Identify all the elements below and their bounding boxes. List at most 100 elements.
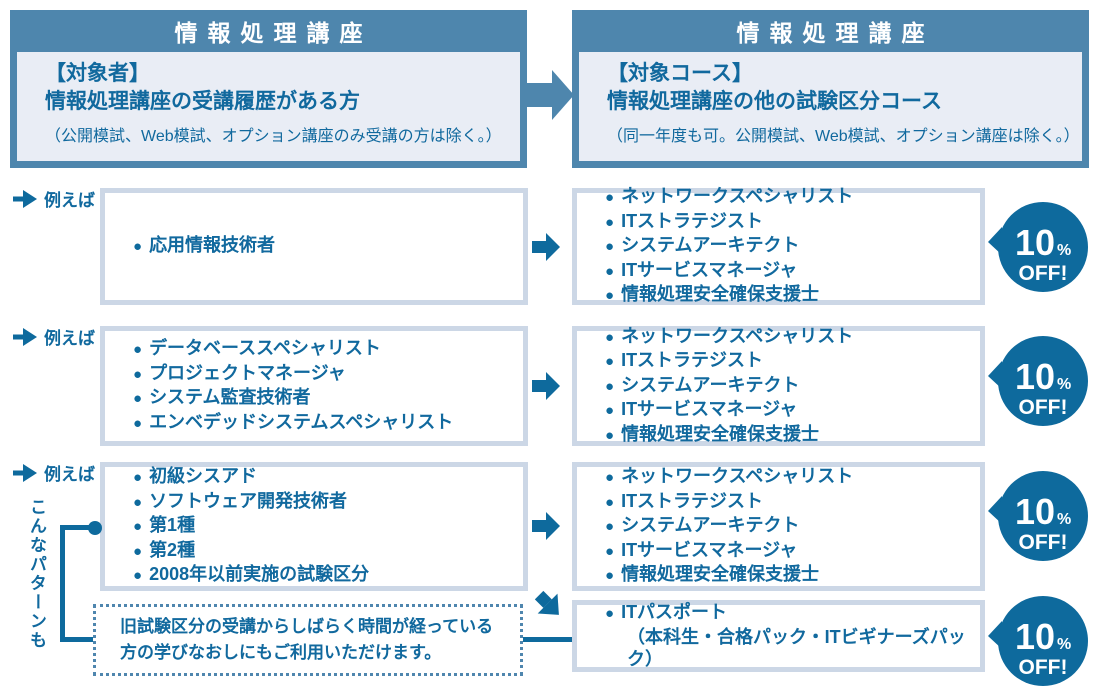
small-right-arrow-icon	[532, 233, 560, 261]
bullet-icon: ●	[605, 287, 615, 305]
list-item-label: 情報処理安全確保支援士	[621, 284, 820, 305]
list-item: ● ITパスポート	[605, 601, 980, 626]
bullet-icon: ●	[605, 567, 615, 585]
list-item-label: ソフトウェア開発技術者	[149, 490, 348, 511]
list-item: ● ITサービスマネージャ	[605, 539, 980, 564]
list-item: ●システムアーキテクト	[605, 234, 980, 259]
header-right: 情報処理講座 【対象コース】 情報処理講座の他の試験区分コース （同一年度も可。…	[572, 10, 1089, 168]
list-item-label: データベーススペシャリスト	[149, 338, 381, 358]
target-box-3: ●ネットワークスペシャリスト●ITストラテジスト●システムアーキテクト●ITサー…	[572, 462, 985, 591]
list-item-label: 応用情報技術者	[149, 235, 276, 256]
bullet-icon: ●	[605, 189, 615, 207]
example-label-2: 例えば	[12, 324, 95, 349]
small-right-arrow-icon	[532, 512, 560, 540]
list-item: ● エンベデッドシステムスペシャリスト	[133, 411, 523, 436]
legacy-note-line2: 方の学びなおしにもご利用いただけます。	[120, 643, 442, 662]
bullet-icon: ●	[133, 469, 143, 487]
bullet-icon: ●	[605, 262, 615, 280]
bullet-icon: ●	[133, 390, 143, 407]
list-item: ● データベーススペシャリスト	[133, 337, 523, 362]
legacy-note-line1: 旧試験区分の受講からしばらく時間が経っている	[120, 616, 494, 636]
bullet-icon: ●	[133, 493, 143, 511]
big-right-arrow-icon	[524, 70, 574, 120]
discount-badge-4: 10 % OFF!	[988, 596, 1088, 686]
list-item: ●ITサービスマネージャ	[605, 398, 980, 423]
list-item-label: エンベデッドシステムスペシャリスト	[149, 411, 454, 432]
bullet-icon: ●	[605, 402, 615, 420]
list-item-label: ネットワークスペシャリスト	[621, 186, 854, 207]
list-item-label: 第1種	[149, 515, 196, 536]
bullet-icon: ●	[605, 328, 615, 346]
header-right-note: （同一年度も可。公開模試、Web模試、オプション講座は除く。）	[607, 127, 1080, 145]
example-label-1: 例えば	[12, 186, 95, 211]
target-box-2: ● ネットワークスペシャリスト ● ITストラテジスト ●システムアーキテクト●ITサー…	[572, 326, 985, 446]
list-item: ● 第2種	[133, 539, 523, 564]
list-item-label: ネットワークスペシャリスト	[621, 325, 854, 346]
list-item-label: ITパスポート	[621, 602, 728, 623]
list-item-label: 第2種	[149, 539, 196, 560]
list-item: ● ITストラテジスト	[605, 349, 980, 374]
passport-sub-label: （本科生・合格パック・ITビギナーズパック）	[627, 626, 966, 670]
bullet-icon: ●	[605, 493, 615, 511]
svg-text:%: %	[1057, 376, 1071, 393]
list-item: ●システム監査技術者	[133, 386, 523, 411]
list-item-label: ITサービスマネージャ	[621, 539, 798, 560]
list-item-label: ITストラテジスト	[621, 350, 764, 371]
bullet-icon: ●	[605, 238, 615, 256]
list-item-label: 2008年以前実施の試験区分	[149, 564, 370, 585]
list-item: ●ITストラテジスト	[605, 210, 980, 235]
bullet-icon: ●	[605, 353, 615, 371]
bullet-icon: ●	[133, 341, 143, 358]
small-right-arrow-icon	[532, 372, 560, 400]
bullet-icon: ●	[605, 542, 615, 560]
target-list-2: ● ネットワークスペシャリスト ● ITストラテジスト ●システムアーキテクト●ITサー…	[605, 325, 980, 448]
bullet-icon: ●	[133, 518, 143, 536]
bent-down-right-arrow-icon	[534, 590, 559, 615]
list-item: ● ネットワークスペシャリスト	[605, 325, 980, 350]
list-item-label: ITサービスマネージャ	[621, 259, 798, 280]
bullet-icon: ●	[133, 542, 143, 560]
connector-to-passport	[523, 637, 575, 642]
header-right-title: 情報処理講座	[736, 20, 935, 46]
list-item: ● ソフトウェア開発技術者	[133, 490, 523, 515]
list-item: ●2008年以前実施の試験区分	[133, 563, 523, 588]
bullet-icon: ●	[605, 605, 615, 623]
example-arrow-icon	[13, 189, 37, 208]
list-item: ● ネットワークスペシャリスト	[605, 185, 980, 210]
source-list-3: ●初級シスアド●ソフトウェア開発技術者●第1種●第2種●2008年以前実施の試験…	[133, 465, 523, 588]
source-box-2: ●データベーススペシャリスト●プロジェクトマネージャ●システム監査技術者●エンベ…	[100, 326, 528, 446]
svg-text:OFF!: OFF!	[1019, 531, 1068, 554]
svg-text:%: %	[1057, 511, 1071, 528]
svg-text:10: 10	[1015, 491, 1055, 532]
svg-text:OFF!: OFF!	[1019, 656, 1068, 679]
target-box-1: ●ネットワークスペシャリスト●ITストラテジスト●システムアーキテクト●ITサー…	[572, 185, 985, 308]
connector-bracket-vertical	[60, 525, 65, 642]
example-label-3: 例えば	[12, 460, 95, 485]
list-item: ●情報処理安全確保支援士	[605, 423, 980, 448]
list-item-label: 情報処理安全確保支援士	[621, 423, 820, 444]
source-box-1: ●応用情報技術者	[100, 188, 528, 305]
discount-badge-3: 10 % OFF!	[988, 471, 1088, 561]
list-item: ●初級シスアド	[133, 465, 523, 490]
list-item: ●情報処理安全確保支援士	[605, 563, 980, 588]
svg-text:%: %	[1057, 242, 1071, 259]
svg-text:10: 10	[1015, 356, 1055, 397]
bullet-icon: ●	[133, 414, 143, 432]
list-item: ●応用情報技術者	[133, 234, 523, 259]
legacy-note-box: 旧試験区分の受講からしばらく時間が経っている 方の学びなおしにもご利用いただけま…	[93, 604, 523, 676]
passport-list: ● ITパスポート	[605, 601, 980, 626]
list-item: ●システムアーキテクト	[605, 514, 980, 539]
target-list-1: ●ネットワークスペシャリスト●ITストラテジスト●システムアーキテクト●ITサー…	[605, 185, 980, 308]
connector-dot	[88, 521, 102, 535]
header-left-panel: 【対象者】 情報処理講座の受講履歴がある方 （公開模試、Web模試、オプション講…	[17, 52, 520, 161]
example-arrow-icon	[13, 327, 37, 346]
discount-badge-1: 10 % OFF!	[988, 202, 1088, 292]
header-right-heading1: 【対象コース】	[607, 62, 753, 85]
list-item-label: ITストラテジスト	[621, 490, 764, 511]
bullet-icon: ●	[605, 213, 615, 231]
list-item: ● 第1種	[133, 514, 523, 539]
source-box-3: ●初級シスアド●ソフトウェア開発技術者●第1種●第2種●2008年以前実施の試験…	[100, 462, 528, 591]
list-item: ●システムアーキテクト	[605, 374, 980, 399]
list-item: ●プロジェクトマネージャ	[133, 362, 523, 387]
